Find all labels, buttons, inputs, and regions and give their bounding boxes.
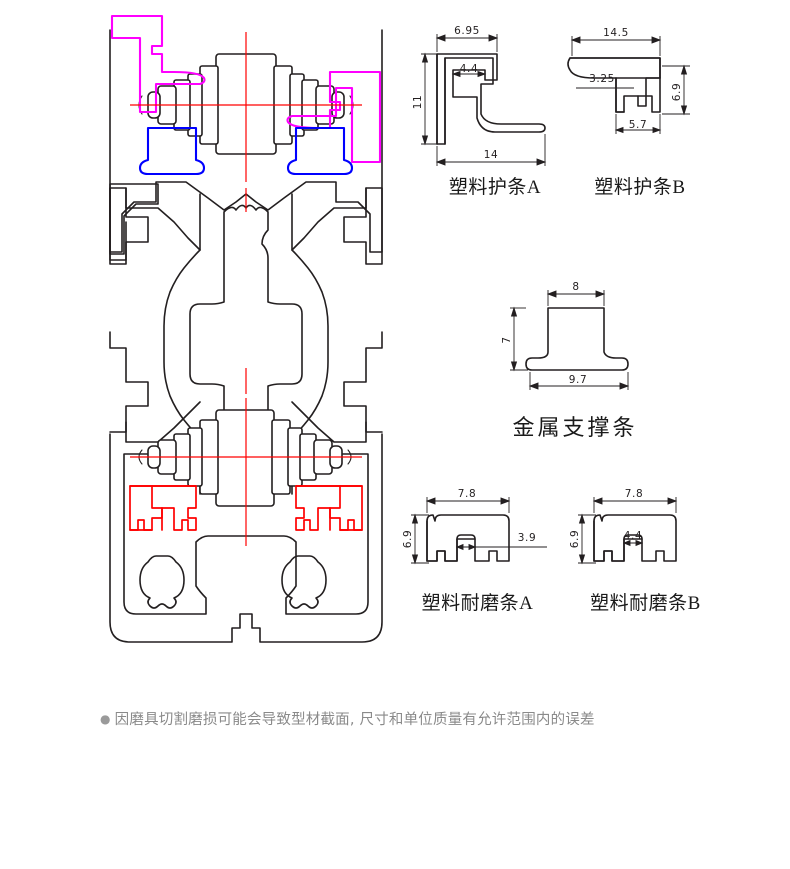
plastic-guard-overlay-right	[286, 70, 382, 164]
dimension-label: 8	[572, 281, 579, 293]
bullet-icon: ●	[100, 712, 111, 726]
caption-plastic-wear-strip-a: 塑料耐磨条A	[421, 593, 534, 614]
plastic-guard-overlay-left	[110, 14, 206, 114]
dimension-7-8-b	[592, 497, 678, 513]
dimension-label: 7.8	[458, 488, 477, 500]
caption-plastic-guard-b: 塑料护条B	[594, 177, 686, 198]
detail-plastic-wear-strip-a: 7.8 6.9 3.9	[402, 485, 555, 580]
detail-plastic-wear-strip-b: 7.8 6.9 4.4	[569, 485, 722, 580]
dimension-8	[546, 290, 606, 306]
dimension-label: 6.95	[454, 25, 480, 37]
dimension-label: 7.8	[625, 488, 644, 500]
dimension-label: 14	[484, 149, 499, 161]
footnote: ●因磨具切割磨损可能会导致型材截面, 尺寸和单位质量有允许范围内的误差	[100, 708, 720, 729]
dimension-label: 6.9	[569, 530, 581, 549]
wear-strip-overlay-left	[129, 485, 197, 531]
dimension-9-7	[528, 372, 630, 390]
caption-plastic-guard-a: 塑料护条A	[448, 177, 542, 198]
main-profile-drawing	[96, 2, 396, 652]
dimension-label: 6.9	[402, 530, 414, 549]
dimension-label: 11	[412, 95, 424, 110]
dimension-label: 5.7	[629, 119, 648, 131]
detail-plastic-guard-a: 6.95 4.4 11	[412, 22, 565, 172]
caption-metal-support-bar: 金属支撑条	[512, 415, 638, 440]
detail-metal-support-bar: 8 7 9.7	[470, 280, 685, 400]
dimension-6-9-b	[578, 513, 596, 565]
dimension-11	[421, 52, 439, 146]
dimension-3-9	[455, 543, 547, 551]
caption-plastic-wear-strip-b: 塑料耐磨条B	[590, 593, 701, 614]
dimension-label: 14.5	[603, 27, 629, 39]
wear-strip-overlay-right	[295, 485, 363, 531]
dimension-5-7	[614, 114, 662, 134]
detail-plastic-guard-b: 14.5 3.25 6.9 5.7	[558, 22, 723, 172]
lower-roller-assembly	[138, 409, 352, 507]
dimension-7	[510, 306, 528, 372]
dimension-label: 9.7	[569, 374, 588, 386]
profile-lower-body	[109, 433, 383, 643]
dimension-label: 3.25	[589, 73, 615, 85]
dimension-6-95	[435, 34, 499, 52]
dimension-4-4-b	[622, 539, 644, 547]
dimension-6-9	[662, 64, 690, 116]
dimension-6-9-a	[411, 513, 429, 565]
dimension-label: 4.4	[460, 63, 479, 75]
centerline-group	[130, 32, 362, 546]
dimension-4-4	[451, 70, 487, 78]
footnote-text: 因磨具切割磨损可能会导致型材截面, 尺寸和单位质量有允许范围内的误差	[114, 712, 595, 728]
dimension-14-5	[570, 36, 662, 56]
dimension-label: 6.9	[671, 83, 683, 102]
metal-support-overlay-left	[138, 126, 206, 176]
metal-support-overlay-right	[286, 126, 354, 176]
dimension-14	[435, 134, 547, 166]
dimension-label: 4.4	[624, 530, 643, 542]
dimension-7-8	[425, 497, 511, 513]
profile-core-body	[109, 183, 383, 495]
dimension-label: 3.9	[518, 532, 537, 544]
dimension-label: 7	[501, 336, 513, 343]
